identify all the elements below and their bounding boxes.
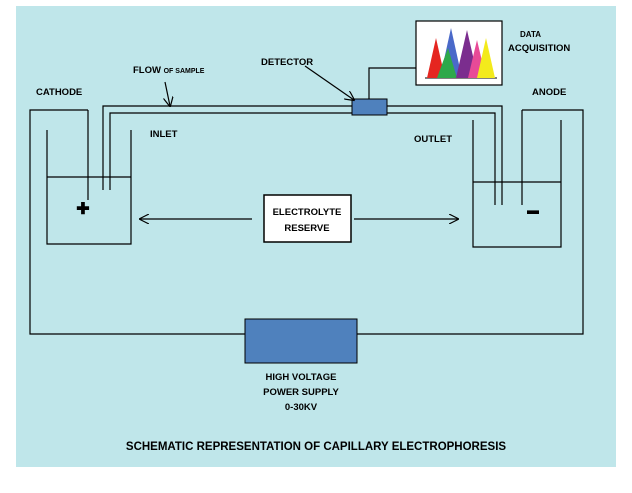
peak-yellow	[477, 38, 495, 78]
cathode-label: CATHODE	[36, 87, 82, 98]
circuit-wire	[29, 109, 584, 335]
outlet-label: OUTLET	[414, 134, 452, 145]
flow-arrow	[165, 81, 170, 106]
plus-icon: ✚	[76, 201, 89, 218]
power-supply-label-3: 0-30KV	[285, 402, 318, 413]
electrolyte-label-2: RESERVE	[284, 223, 329, 234]
chromatogram-peaks-icon	[425, 28, 497, 79]
detector-block	[351, 98, 388, 116]
peak-green	[437, 48, 457, 78]
flow-label: FLOW OF SAMPLE	[133, 65, 205, 76]
data-acquisition-label-1: DATA	[520, 30, 541, 39]
electrolyte-label-1: ELECTROLYTE	[273, 207, 342, 218]
detector-signal-line	[368, 67, 416, 99]
inlet-label: INLET	[150, 129, 178, 140]
data-acquisition-label-2: ACQUISITION	[508, 43, 570, 54]
power-supply-box	[244, 318, 358, 364]
caption: SCHEMATIC REPRESENTATION OF CAPILLARY EL…	[126, 441, 506, 453]
minus-icon: ▬	[527, 203, 539, 217]
detector-label: DETECTOR	[261, 57, 313, 68]
power-supply-label-1: HIGH VOLTAGE	[266, 372, 337, 383]
flow-label-small: OF SAMPLE	[164, 68, 205, 75]
flow-label-main: FLOW	[133, 65, 161, 76]
anode-vial	[472, 120, 562, 248]
capillary-tube	[102, 105, 503, 205]
cathode-vial	[46, 130, 132, 245]
anode-label: ANODE	[532, 87, 566, 98]
power-supply-label-2: POWER SUPPLY	[263, 387, 339, 398]
electrolyte-reserve-box	[263, 194, 352, 243]
detector-arrow	[304, 65, 354, 100]
peak-red	[427, 38, 445, 78]
